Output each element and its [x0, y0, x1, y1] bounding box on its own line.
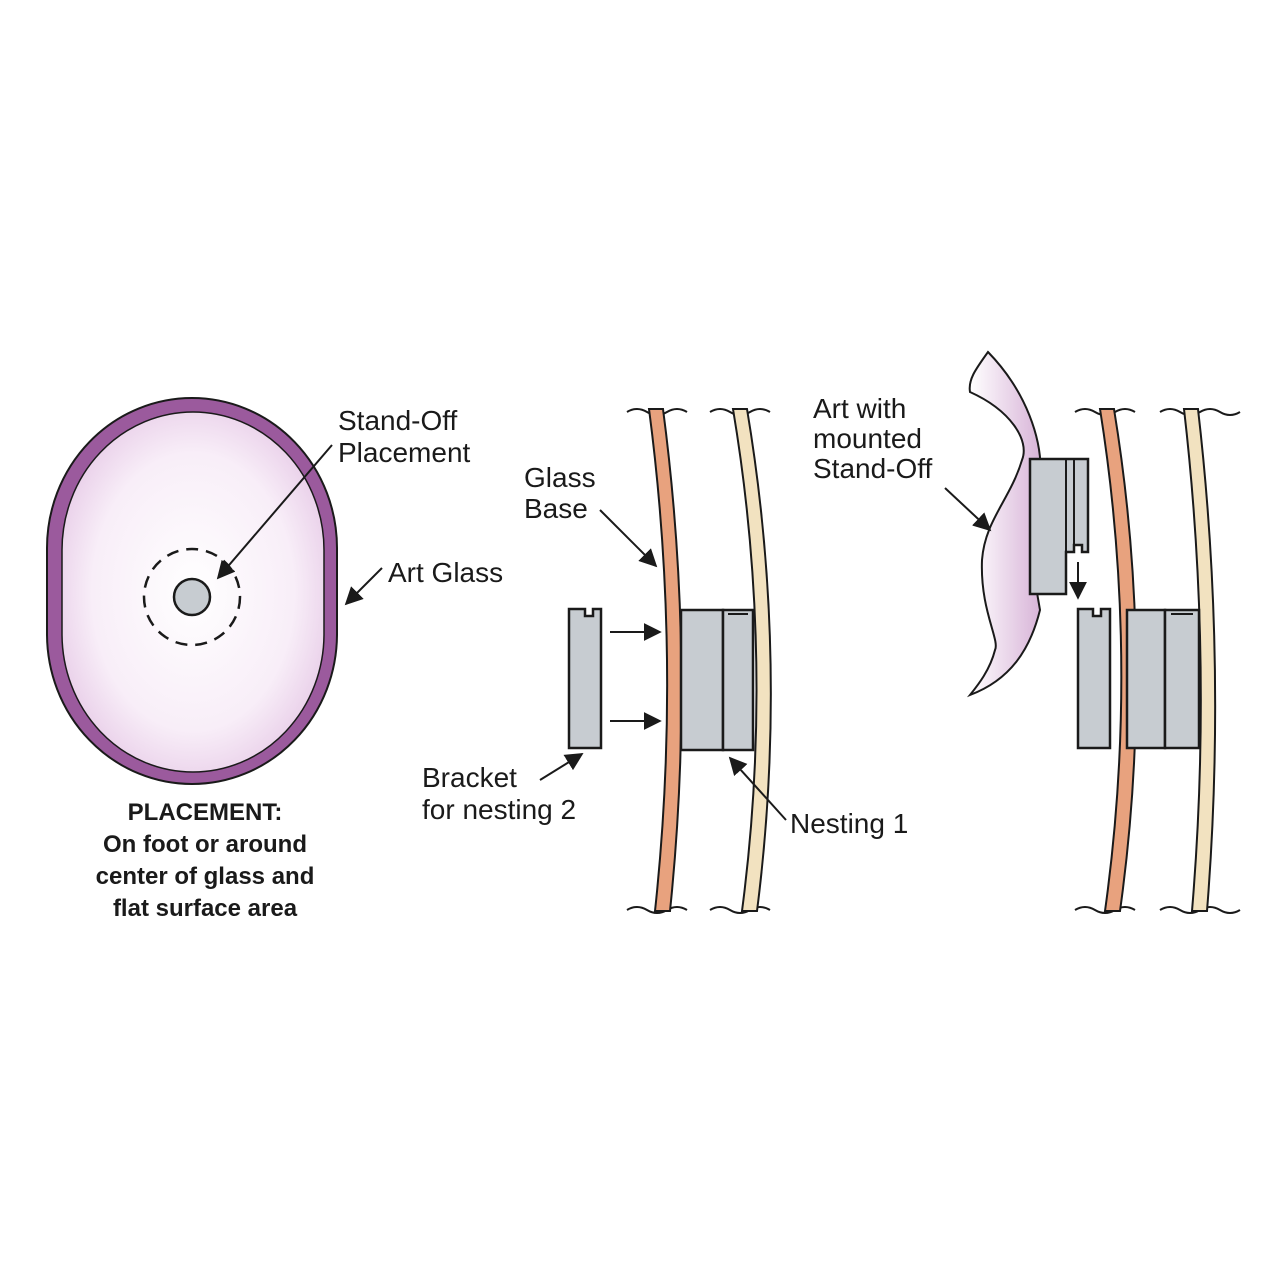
right-bracket-nesting-2 — [1076, 607, 1112, 750]
bracket-line1: Bracket — [422, 762, 517, 793]
label-standoff-placement: Stand-Off Placement — [216, 405, 471, 580]
middle-assembly — [567, 408, 772, 914]
placement-caption: PLACEMENT: On foot or around center of g… — [96, 799, 315, 922]
caption-line4: flat surface area — [113, 895, 298, 922]
nesting-1-label: Nesting 1 — [790, 808, 908, 839]
glass-base-leader — [599, 509, 658, 568]
label-art-with-standoff: Art with mounted Stand-Off — [813, 393, 992, 532]
standoff-placement-line2: Placement — [338, 437, 471, 468]
art-standoff-leader — [944, 487, 992, 532]
caption-line3: center of glass and — [96, 863, 315, 890]
glass-base-line1: Glass — [524, 462, 596, 493]
nesting-1-block-left — [679, 608, 725, 752]
art-glass-top-view — [46, 397, 338, 785]
right-assembly — [966, 350, 1241, 914]
standoff-placement-zone — [142, 547, 242, 647]
label-bracket: Bracket for nesting 2 — [422, 753, 584, 825]
art-standoff-line1: Art with — [813, 393, 906, 424]
outer-glass-wall — [731, 408, 772, 912]
nesting-1-leader — [728, 756, 787, 821]
nesting-1-block-right — [721, 608, 755, 752]
mounted-standoff — [1028, 457, 1090, 596]
break-line-bottom — [626, 906, 771, 914]
art-standoff-line2: mounted — [813, 423, 922, 454]
art-glass-label: Art Glass — [388, 557, 503, 588]
standoff-placement-leader — [216, 444, 333, 580]
right-break-line-bottom — [1074, 906, 1241, 914]
bracket-leader — [539, 753, 584, 781]
label-art-glass: Art Glass — [344, 557, 503, 606]
caption-line1: PLACEMENT: — [128, 799, 283, 826]
bracket-line2: for nesting 2 — [422, 794, 576, 825]
standoff-placement-line1: Stand-Off — [338, 405, 458, 436]
glass-base-line2: Base — [524, 493, 588, 524]
right-nesting-1-block-right — [1163, 608, 1201, 750]
right-nesting-1-block-left — [1125, 608, 1167, 750]
label-glass-base: Glass Base — [524, 462, 658, 568]
art-standoff-line3: Stand-Off — [813, 453, 933, 484]
bracket-for-nesting-2 — [567, 607, 603, 750]
right-glass-base-wall — [1098, 408, 1138, 912]
label-nesting-1: Nesting 1 — [728, 756, 908, 839]
art-glass-leader — [344, 567, 383, 606]
right-outer-glass-wall — [1182, 408, 1217, 912]
caption-line2: On foot or around — [103, 831, 307, 858]
standoff-dot — [172, 577, 212, 617]
glass-base-wall — [647, 408, 683, 912]
